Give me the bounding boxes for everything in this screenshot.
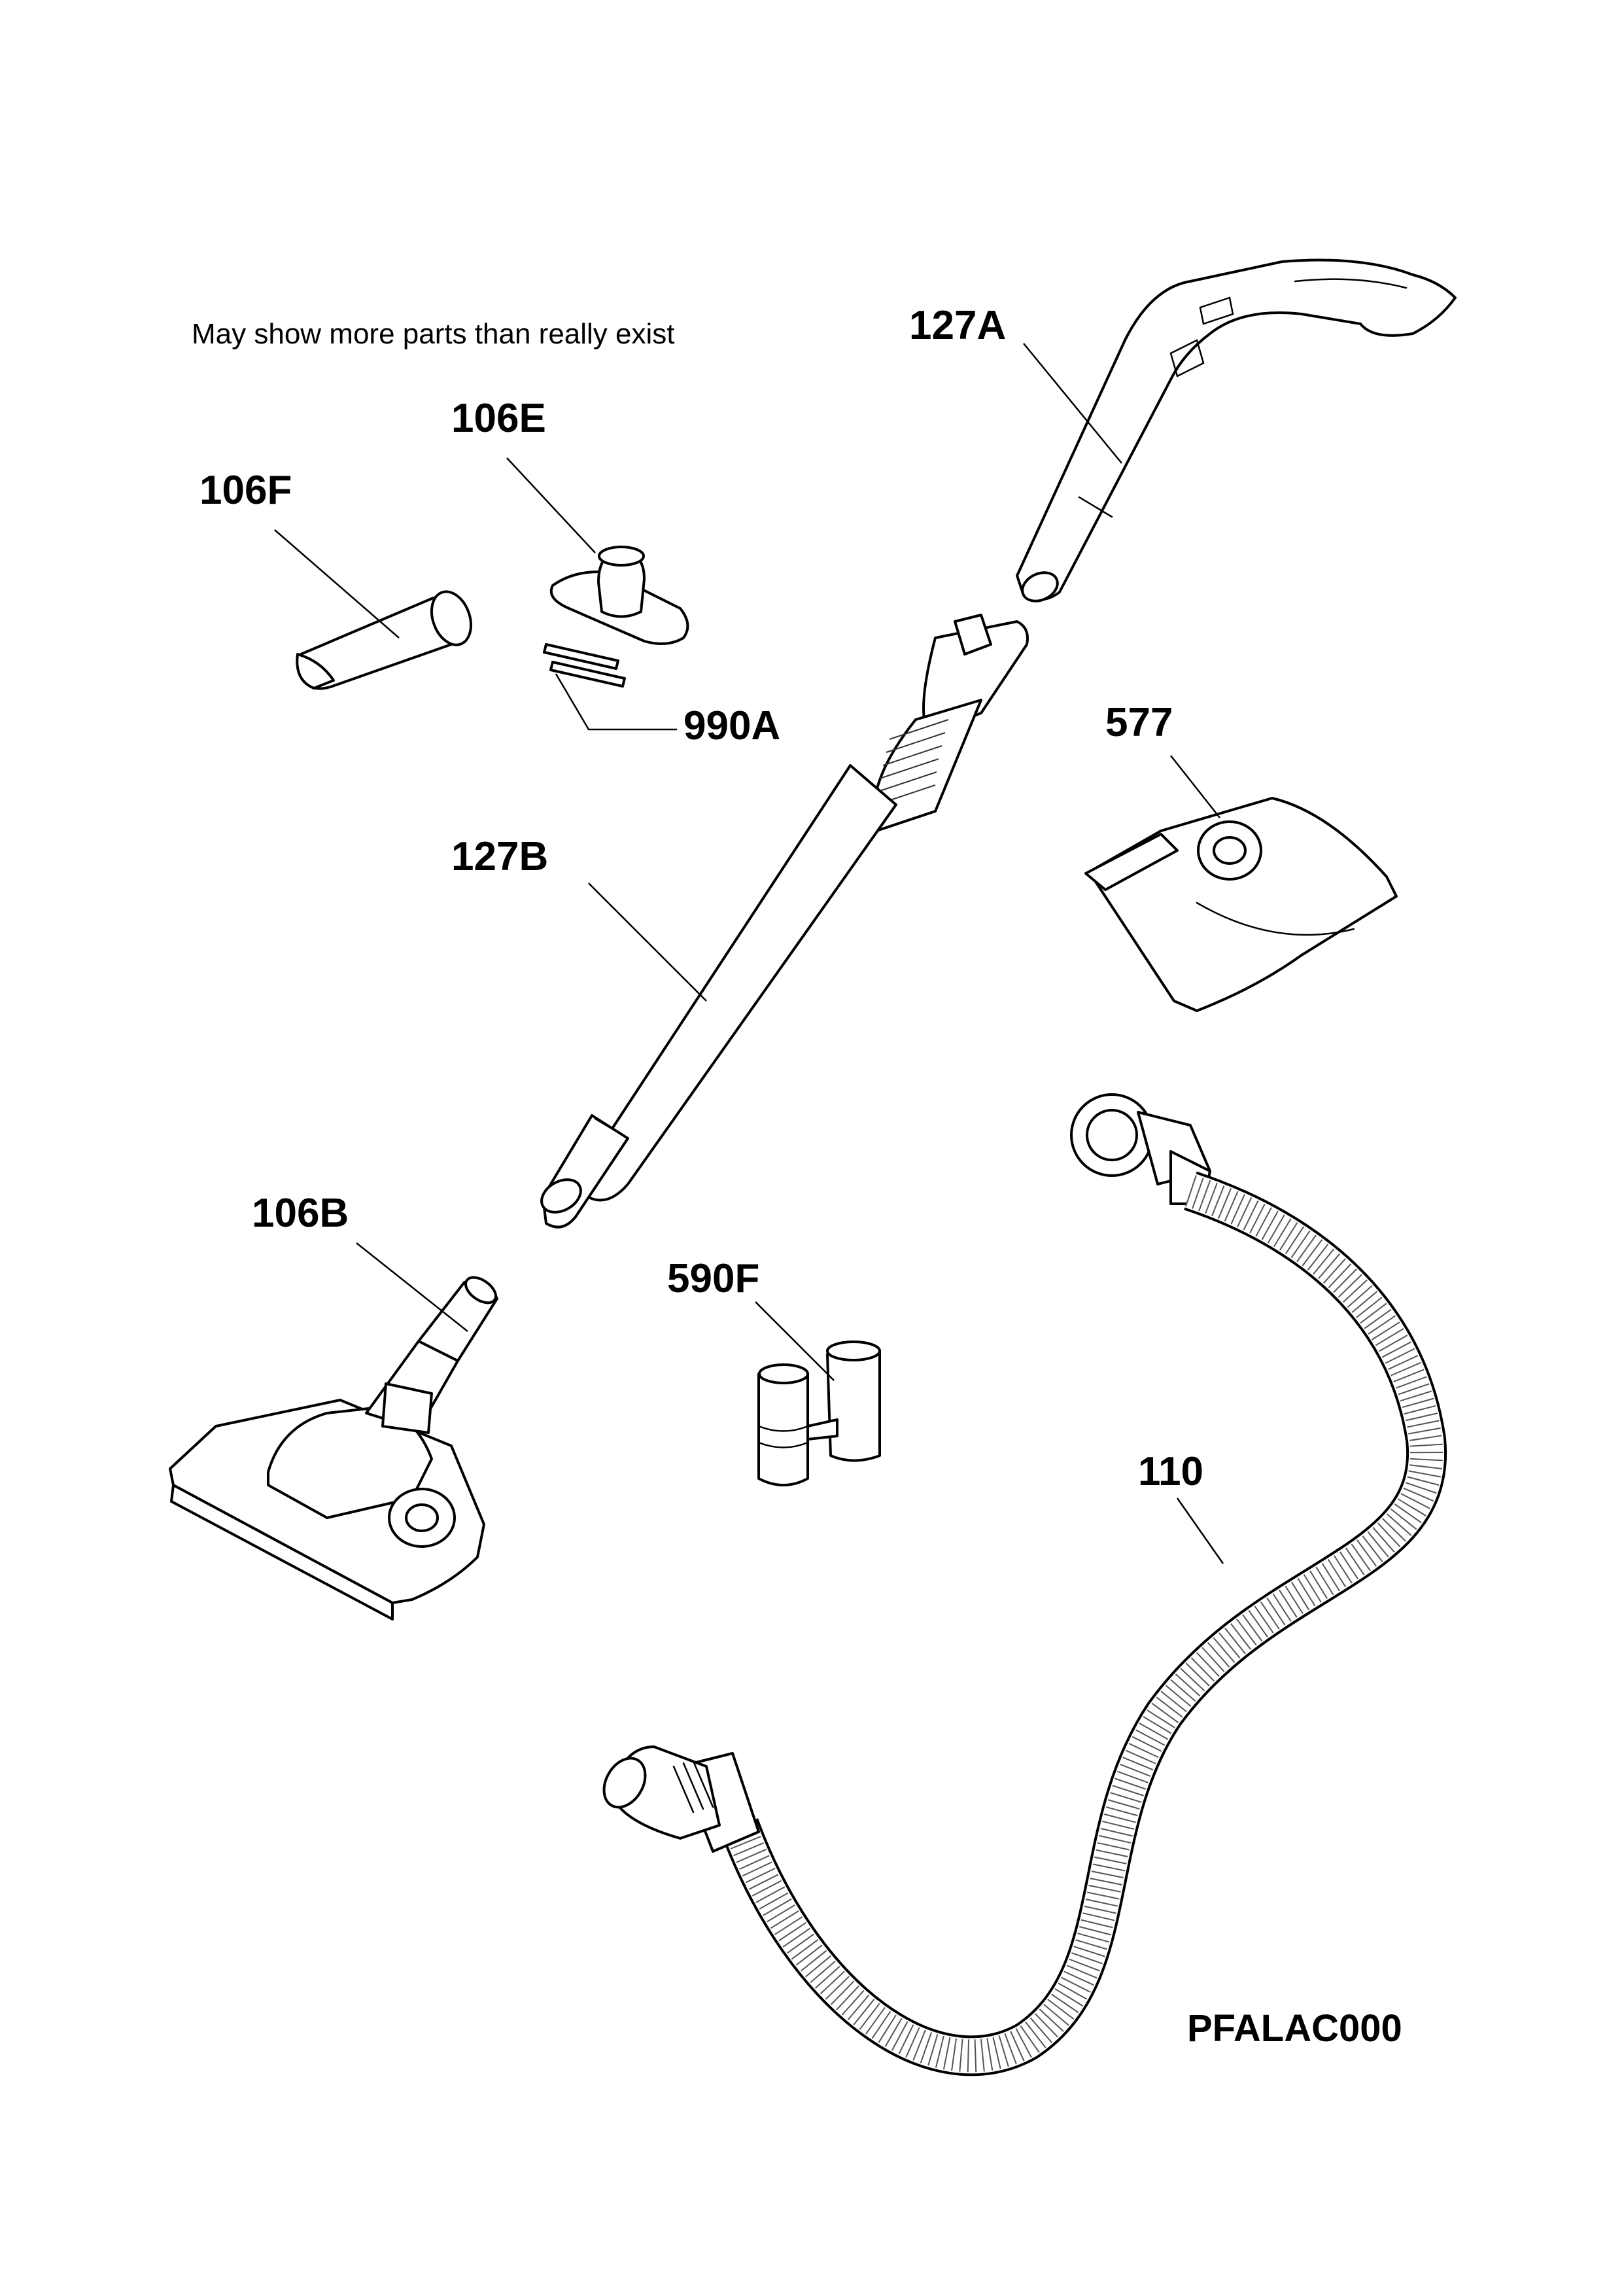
part-127b-telescopic-tube[interactable] [536, 614, 1029, 1229]
part-127a-handle-tube[interactable] [1016, 258, 1457, 606]
label-127a[interactable]: 127A [909, 303, 1006, 348]
label-106b[interactable]: 106B [252, 1191, 349, 1236]
disclaimer-note: May show more parts than really exist [192, 318, 675, 350]
part-106f-crevice-tool[interactable] [296, 586, 477, 690]
leader-990a [555, 673, 677, 731]
part-106b-floor-nozzle[interactable] [169, 1272, 500, 1621]
part-106e-upholstery-nozzle[interactable] [549, 546, 689, 645]
part-990a-brush-strips[interactable] [543, 643, 626, 688]
label-577[interactable]: 577 [1105, 700, 1173, 745]
drawing-code: PFALAC000 [1187, 2007, 1402, 2050]
label-127b[interactable]: 127B [451, 834, 548, 879]
part-110-hose[interactable] [596, 1093, 1447, 2076]
leader-106e [506, 457, 596, 553]
label-990a[interactable]: 990A [683, 703, 780, 748]
leader-127b [588, 883, 707, 1002]
leader-106f [274, 529, 400, 639]
leader-106b [356, 1242, 468, 1332]
leader-590f [755, 1301, 835, 1381]
leader-577 [1170, 755, 1220, 818]
label-590f[interactable]: 590F [667, 1256, 759, 1301]
part-590f-adapter[interactable] [757, 1340, 881, 1486]
leader-110 [1176, 1498, 1224, 1564]
label-106e[interactable]: 106E [451, 396, 546, 441]
label-110[interactable]: 110 [1138, 1449, 1203, 1494]
part-577-dust-bag[interactable] [1084, 797, 1398, 1012]
leader-127a [1023, 343, 1122, 464]
label-106f[interactable]: 106F [199, 468, 292, 513]
